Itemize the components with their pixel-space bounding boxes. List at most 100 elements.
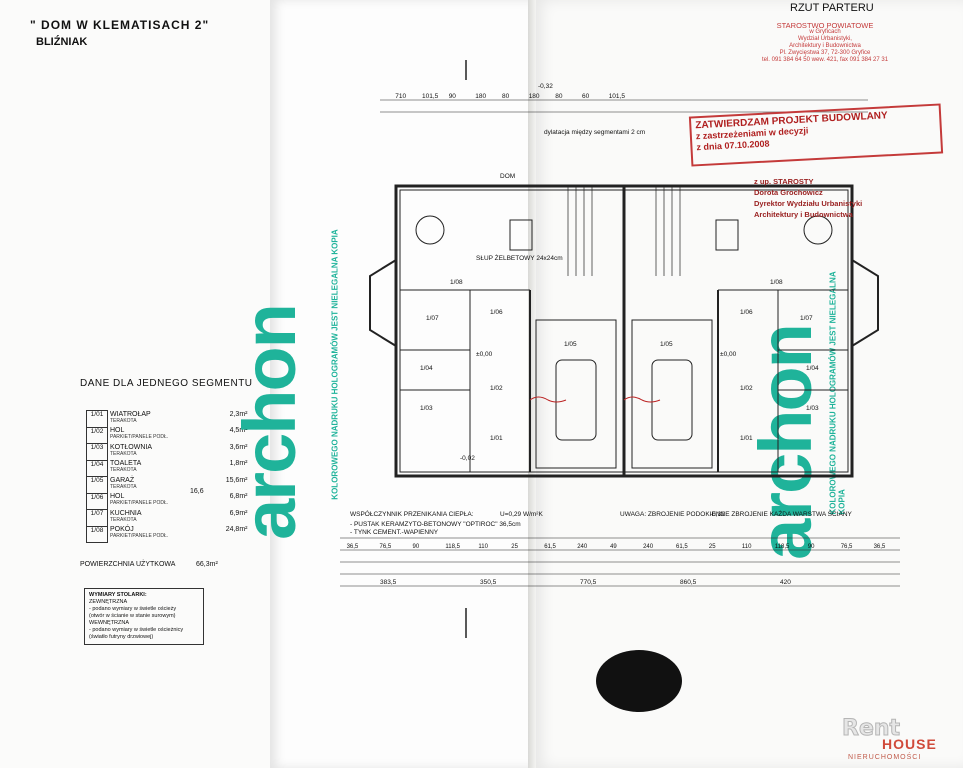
room-tag: 1/08 <box>770 279 783 286</box>
room-tag: 1/04 <box>420 365 433 372</box>
pustak-label: - PUSTAK KERAMZYTO-BETONOWY "OPTIROC" 36… <box>350 521 521 528</box>
room-tag: 1/04 <box>806 365 819 372</box>
room-number: 1/04 <box>86 459 108 477</box>
room-area: 6,9m² <box>229 509 248 517</box>
stamp-line: tel. 091 384 64 50 wew. 421, fax 091 384… <box>761 57 889 63</box>
dimension-value: 36,5 <box>347 544 359 550</box>
room-number: 1/06 <box>86 492 108 510</box>
room-number: 1/03 <box>86 443 108 461</box>
dimension-value: 36,5 <box>874 544 886 550</box>
room-area: 1,8m² <box>229 460 248 467</box>
dimension-value: 383,5 <box>380 579 397 586</box>
stamp-line: Pl. Zwycięstwa 37, 72-300 Gryfice <box>779 50 871 56</box>
room-name-text: GARAŻ <box>110 476 135 484</box>
dimension-value: 25 <box>511 544 518 550</box>
project-subtitle: BLIŹNIAK <box>36 36 88 48</box>
garage-left <box>535 319 617 469</box>
room-area: 2,3m² <box>229 410 248 418</box>
page-fold <box>528 0 536 768</box>
dimension-value: 770,5 <box>580 579 597 586</box>
bay-window-right <box>851 259 879 347</box>
stamp-line: w Gryficach <box>809 29 841 35</box>
stairs-left <box>567 186 593 276</box>
room-finish: PARKIET/PANELE PODŁ. <box>110 533 169 539</box>
extra-area-value: 16,6 <box>190 488 204 495</box>
dimension-value: 101,5 <box>422 93 439 100</box>
dimension-value: 90 <box>413 544 420 550</box>
stamp-line: STAROSTWO POWIATOWE <box>776 21 874 30</box>
dimension-value: 860,5 <box>680 579 697 586</box>
u-value: U=0,29 W/m²K <box>500 511 543 518</box>
dimension-value: 240 <box>643 544 654 550</box>
notes-title: WYMIARY STOLARKI: <box>89 592 147 598</box>
dimension-value: 118,5 <box>775 544 790 550</box>
room-number: 1/07 <box>86 509 108 527</box>
room-name-text: HOL <box>110 493 125 500</box>
room-tag: 1/08 <box>450 279 463 286</box>
room-finish: PARKIET/PANELE PODŁ. <box>110 434 169 440</box>
red-annotation <box>529 396 567 403</box>
room-tag: 1/02 <box>490 385 503 392</box>
note-line: (otwór w ścianie w stanie surowym) <box>89 613 176 619</box>
segment-heading: DANE DLA JEDNEGO SEGMENTU <box>80 378 253 389</box>
room-finish: TERAKOTA <box>110 450 137 457</box>
dimension-value: 76,5 <box>380 544 392 550</box>
logo-tagline: NIERUCHOMOŚCI <box>848 754 922 761</box>
room-tag: 1/03 <box>806 405 819 412</box>
room-number: 1/01 <box>86 410 108 428</box>
dimension-value: 80 <box>555 93 563 100</box>
notes-lines: ZEWNĘTRZNA- podano wymiary w świetle ośc… <box>89 599 199 641</box>
car-right <box>651 359 693 441</box>
room-area: 24,8m² <box>225 526 248 533</box>
room-name-text: WIATROŁAP <box>110 410 151 418</box>
stamp-line: Dorota Grochowicz <box>754 188 823 197</box>
note-line: - podano wymiary w świetle ościeżnicy <box>89 627 184 633</box>
dom-label: DOM <box>500 173 515 180</box>
note-line: (światło futryny drzwiowej) <box>89 634 154 640</box>
dimension-value: 90 <box>808 544 815 550</box>
sofa-left <box>509 219 533 251</box>
dimension-value: 76,5 <box>841 544 853 550</box>
room-area: 3,6m² <box>229 443 248 451</box>
plan-name: RZUT PARTERU <box>790 2 874 14</box>
stamp-line: z up. STAROSTY <box>754 177 814 186</box>
room-name-text: POKÓJ <box>110 526 134 533</box>
level-mark: -0,02 <box>460 455 475 462</box>
stamp-line: Architektury i Budownictwa <box>754 210 853 219</box>
left-page <box>0 0 280 768</box>
dimension-value: 60 <box>582 93 590 100</box>
room-name-text: HOL <box>110 427 125 434</box>
room-number: 1/05 <box>86 476 108 494</box>
level-mark: -0,32 <box>710 511 725 518</box>
table-right <box>803 215 833 245</box>
dimension-value: 80 <box>502 93 510 100</box>
table-left <box>415 215 445 245</box>
room-tag: 1/07 <box>426 315 439 322</box>
level-mark: ±0,00 <box>476 351 493 358</box>
joinery-notes: WYMIARY STOLARKI: ZEWNĘTRZNA- podano wym… <box>84 588 204 645</box>
sofa-right <box>715 219 739 251</box>
red-annotation <box>623 396 661 403</box>
stairs-right <box>655 186 681 276</box>
room-area: 15,6m² <box>225 476 248 484</box>
rent-house-logo: Rent HOUSE NIERUCHOMOŚCI <box>834 708 954 766</box>
usable-area-label: POWIERZCHNIA UŻYTKOWA <box>80 561 176 568</box>
